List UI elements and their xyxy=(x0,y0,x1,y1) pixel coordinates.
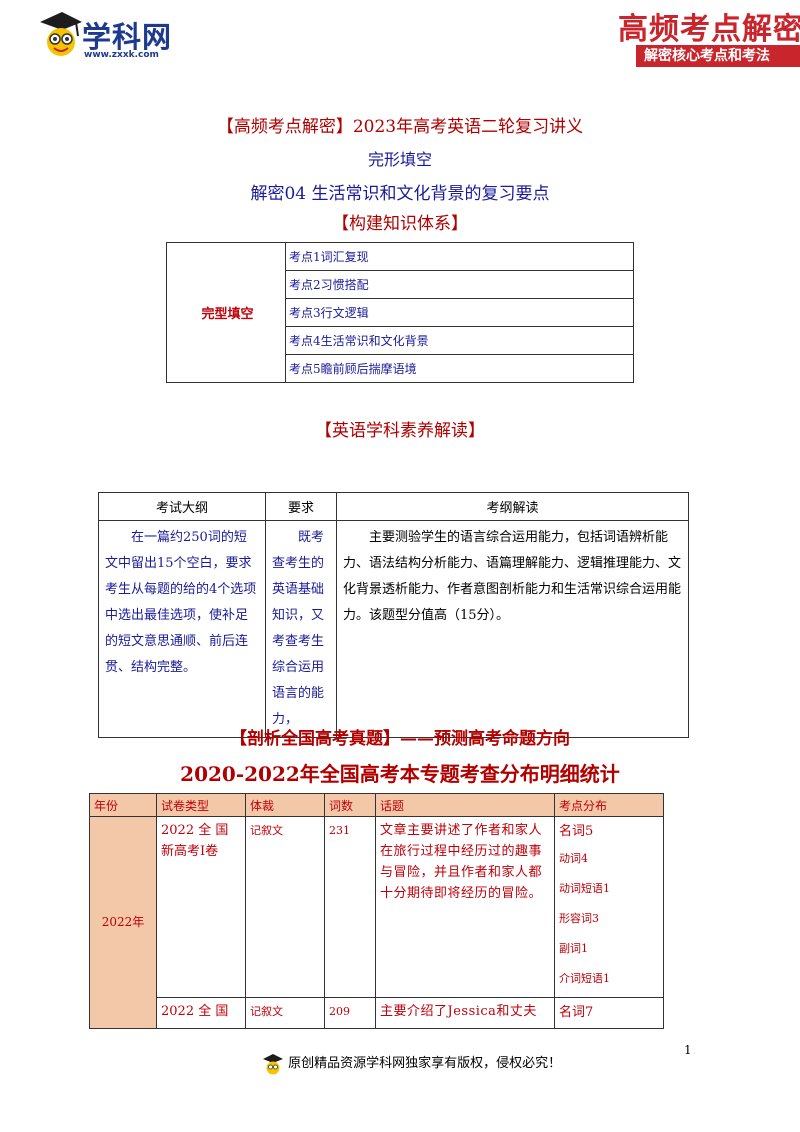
stats-words: 231 xyxy=(324,816,376,998)
table-row: 2022 全 国 记叙文 209 主要介绍了Jessica和丈夫 名词7 xyxy=(90,997,664,1029)
dist-item: 名词7 xyxy=(559,1005,594,1020)
dist-item: 副词1 xyxy=(559,942,588,955)
footer-copyright: 原创精品资源学科网独家享有版权，侵权必究！ xyxy=(262,1052,561,1075)
stats-header: 体裁 xyxy=(245,793,325,817)
stats-paper: 2022 全 国 新高考Ⅰ卷 xyxy=(156,816,246,998)
stats-header: 话题 xyxy=(375,793,555,817)
stats-genre: 记叙文 xyxy=(245,997,325,1029)
table-row: 2022年 2022 全 国 新高考Ⅰ卷 记叙文 231 文章主要讲述了作者和家… xyxy=(89,816,664,1029)
topic-title: 解密04 生活常识和文化背景的复习要点 xyxy=(250,184,550,204)
outline-header: 要求 xyxy=(265,492,337,521)
section-heading-exam: 【剖析全国高考真题】——预测高考命题方向 xyxy=(230,729,570,749)
outline-header: 考纲解读 xyxy=(336,492,689,521)
knowledge-point: 考点3行文逻辑 xyxy=(285,298,634,327)
stats-header: 试卷类型 xyxy=(156,793,246,817)
stats-genre: 记叙文 xyxy=(245,816,325,998)
stats-header: 考点分布 xyxy=(554,793,664,817)
mascot-icon xyxy=(40,12,82,56)
banner-title: 高频考点解密 xyxy=(618,12,800,47)
knowledge-point: 考点1词汇复现 xyxy=(285,242,634,271)
logo xyxy=(38,10,188,66)
dist-item: 介词短语1 xyxy=(559,972,610,985)
outline-requirement: 既考查考生的英语基础知识，又考查考生综合运用语言的能力， xyxy=(265,520,337,738)
banner-subtitle: 解密核心考点和考法 xyxy=(636,45,800,67)
copyright-text: 原创精品资源学科网独家享有版权，侵权必究！ xyxy=(288,1056,562,1071)
outline-table: 考试大纲 要求 考纲解读 在一篇约250词的短文中留出15个空白，要求考生从每题… xyxy=(98,492,689,738)
logo-url: www.zxxk.com xyxy=(84,50,159,60)
stats-header: 年份 xyxy=(89,793,157,817)
knowledge-point: 考点2习惯搭配 xyxy=(285,270,634,299)
stats-topic: 文章主要讲述了作者和家人在旅行过程中经历过的趣事与冒险，并且作者和家人都十分期待… xyxy=(375,816,555,998)
stats-table: 年份 试卷类型 体裁 词数 话题 考点分布 2022年 2022 全 国 新高考… xyxy=(89,793,664,1029)
section-heading-knowledge: 【构建知识体系】 xyxy=(332,214,468,234)
section-heading-literacy: 【英语学科素养解读】 xyxy=(315,421,485,441)
stats-distribution: 名词5 动词4 动词短语1 形容词3 副词1 介词短语1 xyxy=(554,816,664,998)
stats-year: 2022年 xyxy=(89,816,157,1029)
knowledge-point: 考点5瞻前顾后揣摩语境 xyxy=(285,354,634,383)
logo-text: 学科网 xyxy=(82,20,173,54)
outline-interpretation: 主要测验学生的语言综合运用能力，包括词语辨析能力、语法结构分析能力、语篇理解能力… xyxy=(336,520,689,738)
stats-topic: 主要介绍了Jessica和丈夫 xyxy=(375,997,555,1029)
mascot-icon xyxy=(263,1053,283,1074)
dist-item: 名词5 xyxy=(559,824,594,839)
outline-header: 考试大纲 xyxy=(98,492,266,521)
section-heading-stats: 2020-2022年全国高考本专题考查分布明细统计 xyxy=(180,762,620,786)
dist-item: 动词短语1 xyxy=(559,882,610,895)
knowledge-table: 完型填空 考点1词汇复现 考点2习惯搭配 考点3行文逻辑 考点4生活常识和文化背… xyxy=(166,242,634,383)
main-title: 【高频考点解密】2023年高考英语二轮复习讲义 xyxy=(216,117,584,137)
knowledge-root: 完型填空 xyxy=(166,242,286,383)
stats-paper: 2022 全 国 xyxy=(156,997,246,1029)
stats-header: 词数 xyxy=(324,793,376,817)
outline-syllabus: 在一篇约250词的短文中留出15个空白，要求考生从每题的给的4个选项中选出最佳选… xyxy=(98,520,266,738)
dist-item: 形容词3 xyxy=(559,912,599,925)
knowledge-point: 考点4生活常识和文化背景 xyxy=(285,326,634,355)
dist-item: 动词4 xyxy=(559,852,588,865)
subtitle: 完形填空 xyxy=(367,150,432,169)
stats-distribution: 名词7 xyxy=(554,997,664,1029)
page-number: 1 xyxy=(684,1043,692,1057)
stats-words: 209 xyxy=(324,997,376,1029)
